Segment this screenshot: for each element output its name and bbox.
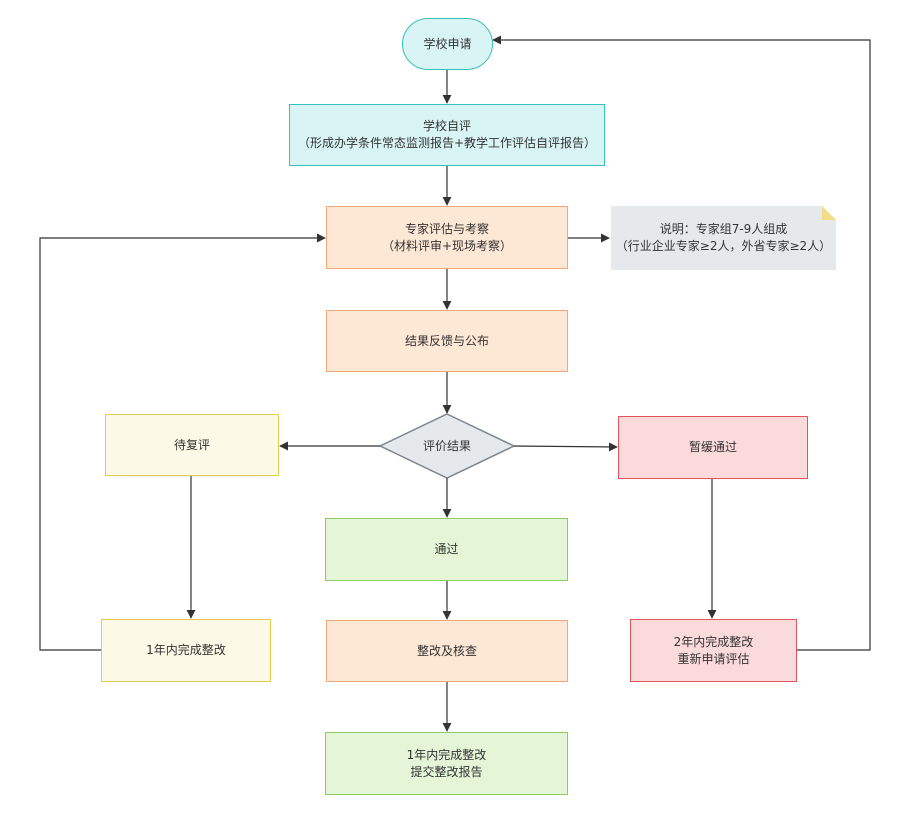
- connector-leftfix-loop-to-expert: [39, 233, 326, 651]
- final-rectification-node: 1年内完成整改 提交整改报告: [325, 732, 568, 795]
- right-rectification-node: 2年内完成整改 重新申请评估: [630, 619, 797, 682]
- right-rectification-line-1: 2年内完成整改: [673, 634, 754, 649]
- decision-node-text: 评价结果: [422, 438, 471, 453]
- pending-re-evaluation-node: 待复评: [105, 414, 279, 476]
- suspended-pass-node: 暂缓通过: [618, 416, 808, 479]
- expert-note-line-2: （行业企业专家≥2人，外省专家≥2人）: [615, 239, 832, 253]
- note-fold-icon: [822, 206, 836, 220]
- left-rectification-text: 1年内完成整改: [146, 643, 226, 657]
- right-rectification-line-2: 重新申请评估: [677, 651, 750, 666]
- rectification-check-text: 整改及核查: [416, 643, 477, 658]
- self-evaluation-node: 学校自评 （形成办学条件常态监测报告+教学工作评估自评报告）: [289, 104, 605, 166]
- expert-note: 说明：专家组7-9人组成 （行业企业专家≥2人，外省专家≥2人）: [611, 206, 836, 270]
- feedback-node-text: 结果反馈与公布: [404, 333, 489, 348]
- self-evaluation-detail: （形成办学条件常态监测报告+教学工作评估自评报告）: [297, 136, 597, 150]
- decision-node: 评价结果: [380, 414, 514, 478]
- expert-note-line-1: 说明：专家组7-9人组成: [659, 222, 788, 236]
- connector-decision-to-suspend: [513, 442, 618, 452]
- self-evaluation-title: 学校自评: [422, 119, 471, 133]
- left-rectification-node: 1年内完成整改: [101, 619, 271, 682]
- rectification-check-node: 整改及核查: [326, 620, 568, 682]
- pass-node-text: 通过: [434, 542, 459, 556]
- pending-re-evaluation-text: 待复评: [173, 437, 210, 452]
- feedback-node: 结果反馈与公布: [326, 310, 568, 372]
- expert-evaluation-detail: （材料评审+现场考察）: [381, 238, 513, 253]
- expert-evaluation-node: 专家评估与考察 （材料评审+现场考察）: [326, 206, 568, 269]
- pass-node: 通过: [325, 518, 568, 581]
- start-node-text: 学校申请: [423, 36, 472, 51]
- note-shape: [611, 206, 836, 270]
- final-rectification-line-1: 1年内完成整改: [406, 747, 487, 762]
- connector-rightfix-loop-to-start: [492, 35, 871, 651]
- start-node: 学校申请: [402, 18, 493, 70]
- final-rectification-line-2: 提交整改报告: [410, 764, 483, 779]
- expert-evaluation-title: 专家评估与考察: [404, 221, 489, 236]
- suspended-pass-text: 暂缓通过: [688, 440, 737, 454]
